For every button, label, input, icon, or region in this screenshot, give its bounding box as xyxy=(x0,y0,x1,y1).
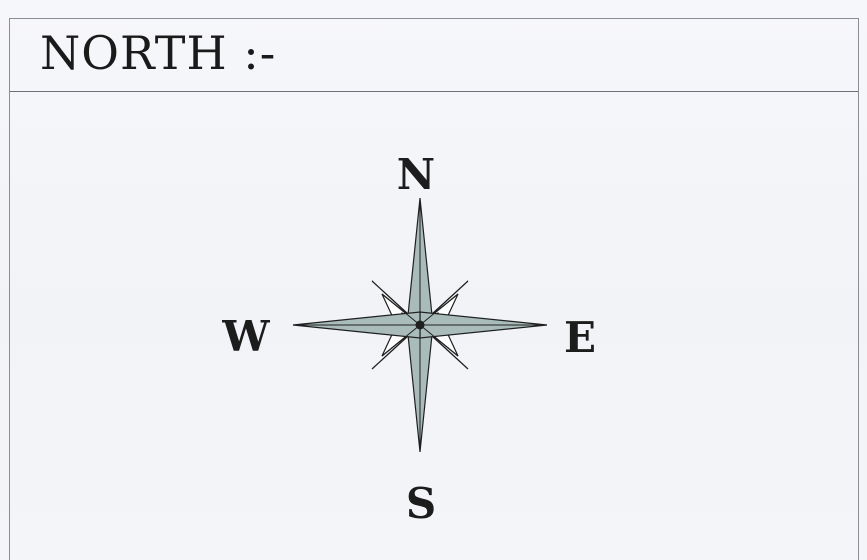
west-label: W xyxy=(221,312,270,361)
east-label: E xyxy=(564,313,596,362)
compass-center xyxy=(416,321,425,330)
south-label: S xyxy=(406,479,436,528)
north-label: N xyxy=(397,150,435,199)
